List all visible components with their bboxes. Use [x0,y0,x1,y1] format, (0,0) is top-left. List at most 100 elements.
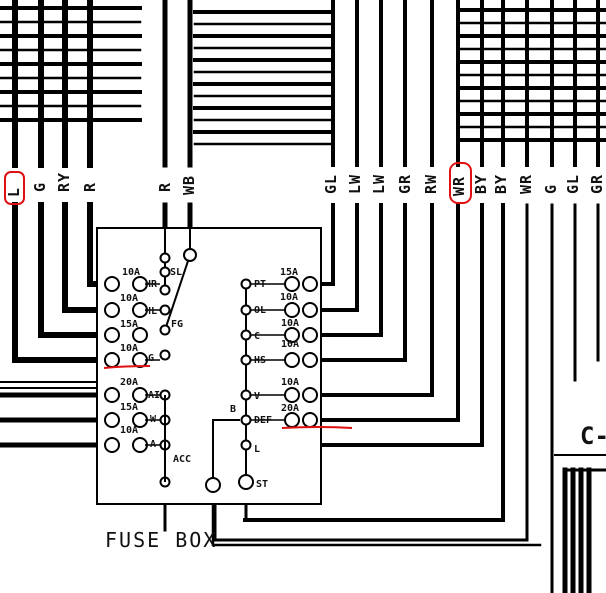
fuse-rating-left-2: 10A [120,293,139,304]
wire-label-gr: GR [396,173,414,194]
fuse-rating-left-3: 15A [120,319,139,330]
terminal-pt: PT [254,279,267,290]
terminal-c: C [254,331,261,342]
terminal-fg: FG [171,319,184,330]
wire-wr2-to-fuse [213,203,529,542]
fuse-left-terminal [104,387,120,403]
wire-by2-to-st [243,203,505,522]
fuse-rating-left-6: 15A [120,402,139,413]
terminal-ai: AI [148,390,161,401]
wire-label-by: BY [472,173,490,194]
fuse-right-terminal [284,352,300,368]
fuse-right-terminal [284,387,300,403]
fuse-left-terminal [132,387,148,403]
internal-b-link [212,419,240,478]
connector-letter: C [580,422,595,450]
red-underline-right [281,426,353,429]
terminal-hr: HR [145,279,158,290]
internal-node-right [240,439,252,451]
terminal-hs: HS [254,355,267,366]
terminal-sl: SL [170,267,183,278]
terminal-hl: HL [145,306,158,317]
fuse-left-terminal [104,276,120,292]
wire-label-g2: G [542,183,560,194]
wire-label-wr: WR [450,175,468,196]
connector-label: C‑ [580,422,606,450]
internal-node-right [240,389,252,401]
wire-ry-to-fuse [62,202,113,313]
fuse-left-terminal [104,437,120,453]
internal-node-right [240,304,252,316]
wire-label-r2: R [156,181,174,192]
wire-by-to-fuse [308,203,484,447]
fuse-left-terminal [132,437,148,453]
terminal-a: A [150,439,157,450]
fuse-right-terminal [302,387,318,403]
wire-label-ry: RY [55,171,73,192]
red-annotations [4,162,472,429]
terminal-b-node [205,477,221,493]
fuse-rating-right-2: 10A [280,292,299,303]
fuse-left-terminal [132,327,148,343]
fuse-rating-left-4: 10A [120,343,139,354]
wire-rw-to-fuse [308,203,434,397]
wire-lw-to-fuse [308,203,359,312]
fuse-rating-left-1: 10A [122,267,141,278]
wire-label-gl: GL [322,173,340,194]
wire-lw2-to-fuse [308,203,383,337]
fuse-left-terminal [104,412,120,428]
fuse-rating-right-5: 10A [281,377,300,388]
wire-label-rw: RW [422,173,440,194]
fuse-rating-right-6: 20A [281,403,300,414]
wire-wr-to-fuse [308,203,460,422]
internal-node [159,324,171,336]
fuse-left-terminal [104,352,120,368]
internal-node-right [240,278,252,290]
wire-label-gl2: GL [564,173,582,194]
fuse-right-terminal [302,412,318,428]
red-circle-l [4,171,25,205]
wire-label-lw2: LW [370,173,388,194]
fuse-rating-right-3: 10A [281,318,300,329]
fuse-left-terminal [104,302,120,318]
fuse-right-terminal [284,302,300,318]
terminal-acc: ACC [173,454,192,465]
wire-label-wr2: WR [517,173,535,194]
fuse-left-terminal [132,352,148,368]
terminal-v: V [254,391,261,402]
internal-node [159,252,171,264]
fuse-right-terminal [302,276,318,292]
wire-gr-to-fuse [308,203,407,362]
wire-bottom-bus [211,490,542,547]
fuse-rating-right-1: 15A [280,267,299,278]
internal-node [159,284,171,296]
internal-node [159,266,171,278]
fuse-rating-right-4: 10A [281,339,300,350]
internal-node-right [240,354,252,366]
terminal-w: W [150,414,157,425]
fuse-box-body [96,227,322,505]
fuse-right-terminal [302,352,318,368]
wire-label-gr2: GR [588,173,606,194]
terminal-l: L [254,444,261,455]
wire-label-l: L [5,186,23,197]
internal-node-right [240,414,252,426]
terminal-g: G [148,353,155,364]
internal-node-wb [183,248,197,262]
fuse-left-terminal [104,327,120,343]
terminal-st: ST [256,479,269,490]
red-underline-left [103,365,151,369]
wire-label-lw: LW [346,173,364,194]
terminal-b: B [230,404,237,415]
fuse-right-terminal [284,276,300,292]
internal-node [159,304,171,316]
wire-label-g: G [31,181,49,192]
terminal-ol: OL [254,305,267,316]
wire-l-to-fuse [12,202,113,363]
red-circle-wr [449,162,472,204]
fuse-right-terminal [302,327,318,343]
fuse-rating-left-7: 10A [120,425,139,436]
fuse-right-terminal [302,302,318,318]
terminal-st-node [238,474,254,490]
